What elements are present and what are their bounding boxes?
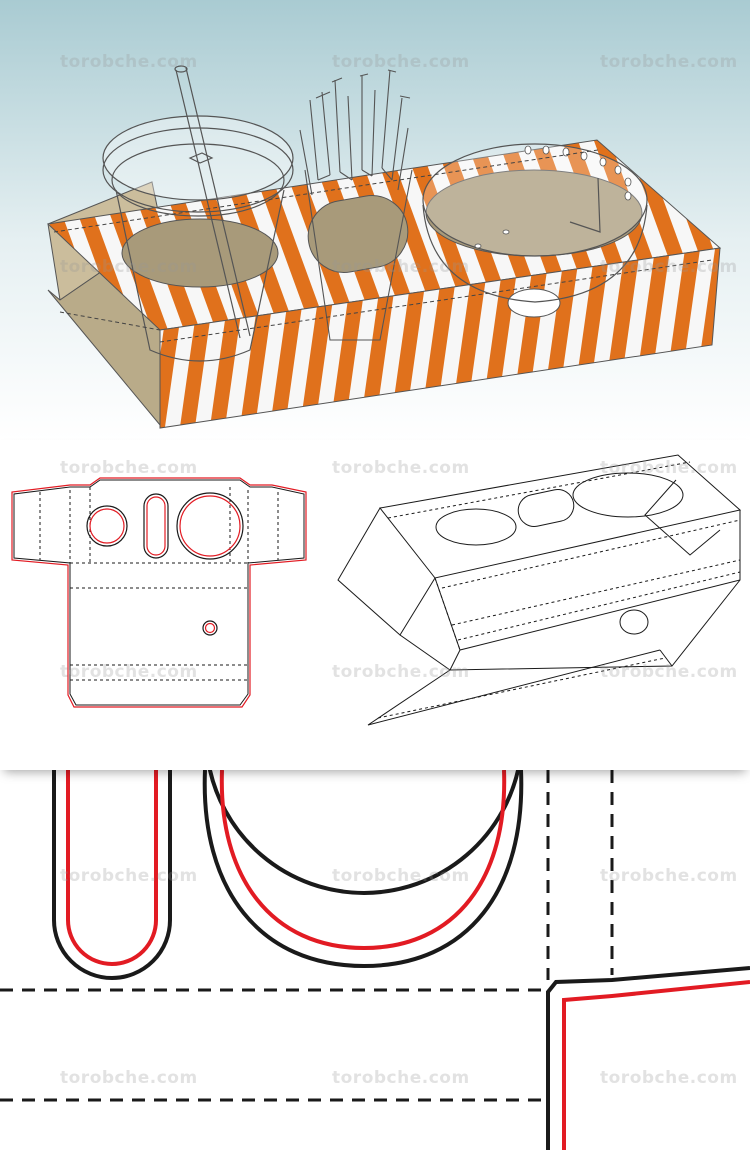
dieline-small-hole	[202, 620, 218, 636]
front-small-hole	[507, 288, 561, 318]
dieline-zoom-detail	[0, 770, 750, 1150]
french-fries-icon	[299, 69, 413, 341]
dieline-fries-slot	[143, 493, 169, 559]
tray-3d-line-drawing	[337, 454, 742, 726]
zoom-burger-hole	[207, 770, 521, 895]
dieline-burger-hole	[176, 492, 244, 560]
burger-bowl-icon	[422, 143, 648, 303]
zoom-corner-cut	[546, 966, 750, 1150]
zoom-fries-slot	[52, 770, 172, 980]
tray-3d-render	[0, 0, 750, 440]
zoomed-dieline	[0, 770, 750, 1150]
cup-hole	[121, 218, 279, 288]
fries-slot	[307, 195, 409, 273]
dieline-cup-hole	[86, 505, 128, 547]
cup-with-straw-icon	[102, 65, 294, 362]
dieline-drawings	[11, 454, 742, 726]
dieline-panel	[0, 440, 750, 770]
flat-dieline	[11, 477, 307, 708]
tray-3d-illustration	[0, 0, 750, 440]
